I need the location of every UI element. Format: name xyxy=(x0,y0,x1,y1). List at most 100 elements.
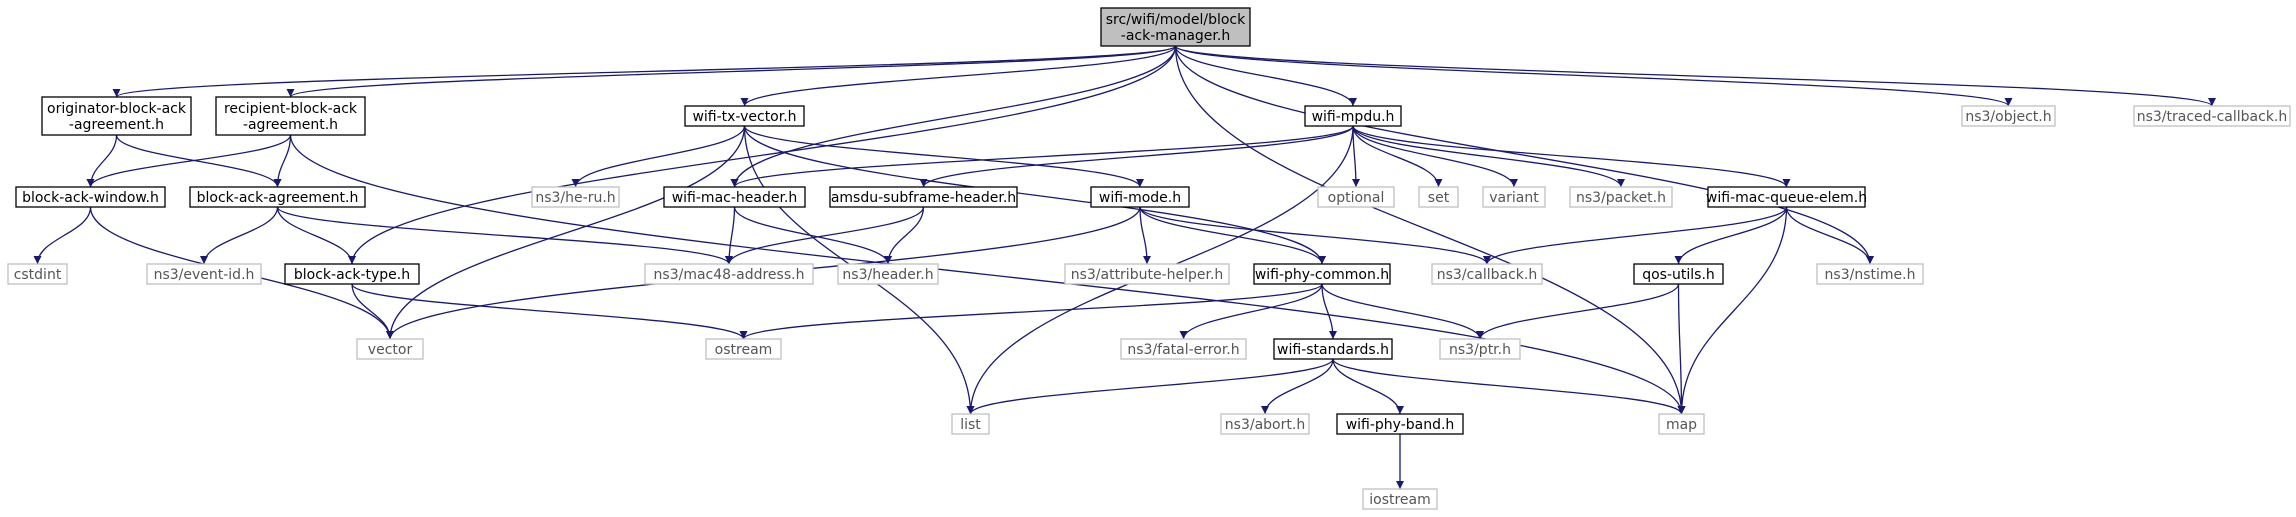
node-cstdint: cstdint xyxy=(7,263,68,285)
node-phycommon-label-0: wifi-phy-common.h xyxy=(1255,267,1389,283)
edge-mpdu-to-packet xyxy=(1352,125,1625,188)
edge-txvec-to-phycommon xyxy=(743,125,1326,265)
node-mac48: ns3/mac48-address.h xyxy=(644,263,814,285)
edge-recip-to-baa xyxy=(273,134,292,188)
node-mpdu-box xyxy=(1304,105,1402,127)
edge-mpdu-to-qelem xyxy=(1352,125,1791,188)
node-batype[interactable]: block-ack-type.h xyxy=(284,263,420,285)
node-root[interactable]: src/wifi/model/block-ack-manager.h xyxy=(1100,7,1251,47)
node-abort-box xyxy=(1220,413,1310,435)
node-traced-label-0: ns3/traced-callback.h xyxy=(2137,109,2288,125)
edge-phycommon-to-ptr xyxy=(1321,283,1484,340)
edge-machdr-to-mac48 xyxy=(725,206,736,265)
node-qos[interactable]: qos-utils.h xyxy=(1633,263,1724,285)
node-fatal-label-0: ns3/fatal-error.h xyxy=(1127,342,1239,358)
edge-mode-to-callback xyxy=(1139,206,1491,265)
node-phyband-label-0: wifi-phy-band.h xyxy=(1346,417,1455,433)
node-attr-label-0: ns3/attribute-helper.h xyxy=(1071,267,1224,283)
node-object-label-0: ns3/object.h xyxy=(1965,109,2051,125)
node-txvec[interactable]: wifi-tx-vector.h xyxy=(684,105,805,127)
edge-qos-to-ptr xyxy=(1476,283,1680,340)
node-fatal: ns3/fatal-error.h xyxy=(1120,338,1247,360)
edge-baa-to-batype xyxy=(276,206,356,265)
edge-amsdu-to-header xyxy=(884,206,925,265)
node-attr: ns3/attribute-helper.h xyxy=(1064,263,1230,285)
node-machdr[interactable]: wifi-mac-header.h xyxy=(663,186,806,208)
node-ostream-box xyxy=(705,338,782,360)
edge-root-to-txvec xyxy=(740,45,1177,107)
node-phyband-box xyxy=(1336,413,1464,435)
node-object: ns3/object.h xyxy=(1961,105,2056,127)
node-abort-label-0: ns3/abort.h xyxy=(1225,417,1305,433)
node-machdr-label-0: wifi-mac-header.h xyxy=(672,190,798,206)
node-standards[interactable]: wifi-standards.h xyxy=(1273,338,1393,360)
edge-root-to-batype xyxy=(348,45,1177,265)
node-eventid-box xyxy=(146,263,262,285)
node-baw[interactable]: block-ack-window.h xyxy=(15,186,166,208)
node-heru-label-0: ns3/he-ru.h xyxy=(535,190,615,206)
edge-phycommon-to-ostream xyxy=(739,283,1323,340)
edge-standards-to-abort xyxy=(1261,358,1334,415)
node-set-box xyxy=(1418,186,1459,208)
node-variant-box xyxy=(1482,186,1546,208)
node-amsdu-box xyxy=(829,186,1018,208)
node-baa-box xyxy=(189,186,366,208)
node-mpdu[interactable]: wifi-mpdu.h xyxy=(1304,105,1402,127)
node-packet-label-0: ns3/packet.h xyxy=(1576,190,1666,206)
node-map-label-0: map xyxy=(1666,417,1697,433)
node-machdr-box xyxy=(663,186,806,208)
edge-machdr-to-header xyxy=(733,206,892,265)
node-mode-box xyxy=(1090,186,1190,208)
node-amsdu-label-0: amsdu-subframe-header.h xyxy=(831,190,1016,206)
node-qos-label-0: qos-utils.h xyxy=(1642,267,1715,283)
node-mpdu-label-0: wifi-mpdu.h xyxy=(1312,109,1395,125)
node-recip-label-0: recipient-block-ack xyxy=(224,101,358,117)
node-fatal-box xyxy=(1120,338,1247,360)
node-amsdu[interactable]: amsdu-subframe-header.h xyxy=(829,186,1018,208)
node-header: ns3/header.h xyxy=(837,263,939,285)
node-eventid: ns3/event-id.h xyxy=(146,263,262,285)
node-baa[interactable]: block-ack-agreement.h xyxy=(189,186,366,208)
edge-qelem-to-qos xyxy=(1674,206,1788,265)
node-txvec-box xyxy=(684,105,805,127)
edge-root-to-map xyxy=(1174,45,1686,415)
node-orig-box xyxy=(41,96,192,136)
edge-amsdu-to-mac48 xyxy=(725,206,925,265)
edge-root-to-object xyxy=(1174,45,2013,107)
node-list: list xyxy=(951,413,990,435)
node-attr-box xyxy=(1064,263,1230,285)
node-ostream-label-0: ostream xyxy=(715,342,773,358)
edge-batype-to-vector xyxy=(351,283,394,340)
node-standards-box xyxy=(1273,338,1393,360)
node-nstime-label-0: ns3/nstime.h xyxy=(1825,267,1916,283)
node-nstime-box xyxy=(1816,263,1924,285)
edge-root-to-machdr xyxy=(730,45,1177,188)
node-phycommon[interactable]: wifi-phy-common.h xyxy=(1253,263,1391,285)
node-list-box xyxy=(951,413,990,435)
node-recip-box xyxy=(215,96,366,136)
edge-txvec-to-mode xyxy=(743,125,1144,188)
node-vector: vector xyxy=(356,338,424,360)
node-variant-label-0: variant xyxy=(1489,190,1539,206)
node-orig-label-0: originator-block-ack xyxy=(47,101,187,117)
node-ptr: ns3/ptr.h xyxy=(1439,338,1521,360)
node-phycommon-box xyxy=(1253,263,1391,285)
node-orig[interactable]: originator-block-ack-agreement.h xyxy=(41,96,192,136)
node-qelem[interactable]: wifi-mac-queue-elem.h xyxy=(1706,186,1867,208)
edge-standards-to-phyband xyxy=(1332,358,1404,415)
node-recip[interactable]: recipient-block-ack-agreement.h xyxy=(215,96,366,136)
node-ptr-box xyxy=(1439,338,1521,360)
node-heru: ns3/he-ru.h xyxy=(531,186,620,208)
node-mode[interactable]: wifi-mode.h xyxy=(1090,186,1190,208)
node-orig-label-1: -agreement.h xyxy=(69,117,164,133)
node-phyband[interactable]: wifi-phy-band.h xyxy=(1336,413,1464,435)
node-baw-box xyxy=(15,186,166,208)
node-eventid-label-0: ns3/event-id.h xyxy=(154,267,255,283)
edge-mode-to-attr xyxy=(1139,206,1151,265)
node-ostream: ostream xyxy=(705,338,782,360)
node-mac48-label-0: ns3/mac48-address.h xyxy=(654,267,805,283)
node-standards-label-0: wifi-standards.h xyxy=(1277,342,1389,358)
node-qelem-label-0: wifi-mac-queue-elem.h xyxy=(1706,190,1867,206)
node-root-box xyxy=(1100,7,1251,47)
edge-root-to-nstime xyxy=(1174,45,1874,265)
